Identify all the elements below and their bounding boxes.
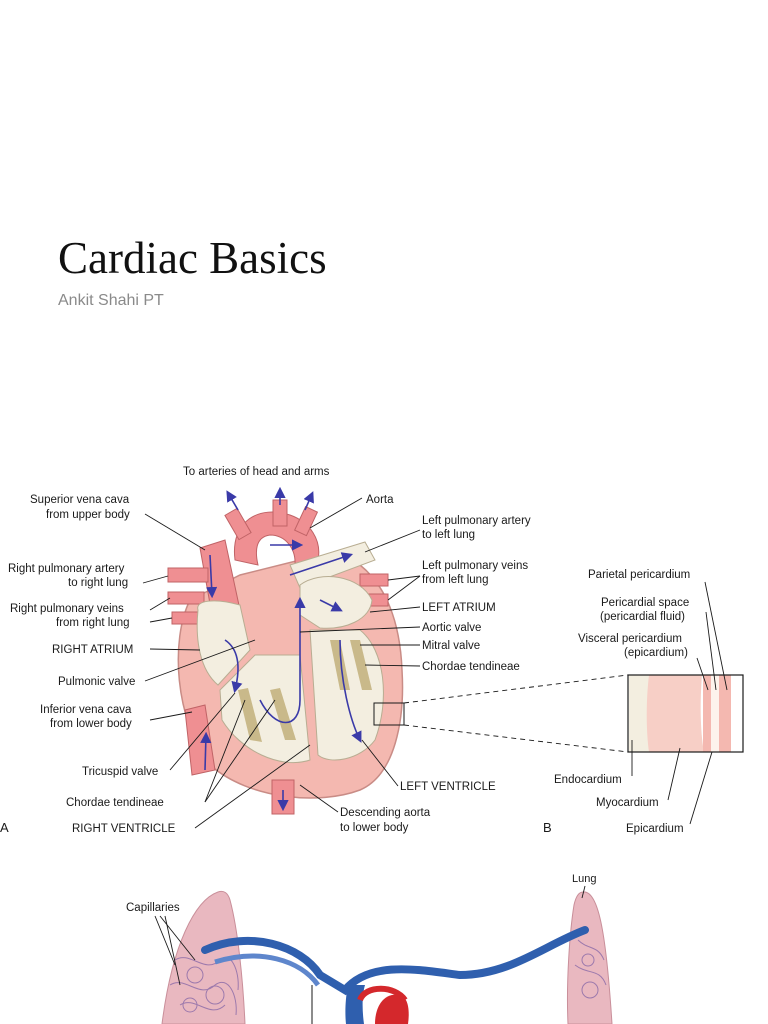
- label-left-ventricle: LEFT VENTRICLE: [400, 781, 496, 793]
- pulmonary-vessel-blue: [201, 926, 589, 996]
- label-pericardial-space-2: (pericardial fluid): [600, 611, 685, 623]
- vessel-red-arch: [357, 985, 408, 1003]
- label-inferior-vena-cava-1: Inferior vena cava: [40, 704, 132, 716]
- label-right-pulmonary-artery-1: Right pulmonary artery: [8, 563, 125, 575]
- zoom-box-small: [373, 702, 405, 726]
- figure-a-labels: To arteries of head and arms Aorta Super…: [0, 466, 531, 835]
- layer-myocardium: [646, 675, 704, 752]
- label-parietal-pericardium: Parietal pericardium: [588, 569, 690, 581]
- label-chordae-tendineae-left: Chordae tendineae: [66, 797, 164, 809]
- capillary-network: [169, 939, 607, 1016]
- vessel-blue-trunk: [345, 985, 365, 1024]
- label-superior-vena-cava-2: from upper body: [46, 509, 130, 521]
- aorta-branch-3: [293, 505, 319, 537]
- label-right-ventricle: RIGHT VENTRICLE: [72, 823, 176, 835]
- label-to-arteries-head-arms: To arteries of head and arms: [183, 466, 330, 478]
- label-mitral-valve: Mitral valve: [422, 640, 480, 652]
- label-left-atrium: LEFT ATRIUM: [422, 602, 496, 614]
- layer-parietal-pericardium: [719, 675, 731, 752]
- chordae-left: [330, 640, 350, 690]
- label-left-pulmonary-veins-1: Left pulmonary veins: [422, 560, 528, 572]
- slide-subtitle: Ankit Shahi PT: [58, 292, 164, 309]
- inferior-vena-cava: [184, 704, 216, 776]
- label-right-pulmonary-artery-2: to right lung: [68, 577, 128, 589]
- label-aortic-valve: Aortic valve: [422, 622, 481, 634]
- label-descending-aorta-2: to lower body: [340, 822, 409, 834]
- heart-illustration: [167, 486, 404, 815]
- chordae-right-2: [270, 688, 296, 740]
- pulmonary-circulation-illustration: [161, 890, 613, 1024]
- layer-pericardial-space: [711, 675, 719, 752]
- right-atrium-chamber: [196, 600, 251, 686]
- pulmonary-vessel-lightblue: [214, 953, 321, 987]
- label-aorta: Aorta: [366, 494, 394, 506]
- label-right-atrium: RIGHT ATRIUM: [52, 644, 133, 656]
- label-epicardium: Epicardium: [626, 823, 684, 835]
- label-lung: Lung: [572, 873, 596, 885]
- label-myocardium: Myocardium: [596, 797, 659, 809]
- label-tricuspid-valve: Tricuspid valve: [82, 766, 158, 778]
- panel-letter-a: A: [0, 820, 9, 835]
- figure-b-labels: Parietal pericardium Pericardial space (…: [543, 569, 690, 835]
- label-endocardium: Endocardium: [554, 774, 622, 786]
- label-left-pulmonary-artery-2: to left lung: [422, 529, 475, 541]
- label-left-pulmonary-artery-1: Left pulmonary artery: [422, 515, 531, 527]
- slide-title: Cardiac Basics: [58, 233, 327, 283]
- pericardium-illustration: [373, 674, 744, 753]
- label-visceral-pericardium-2: (epicardium): [624, 647, 688, 659]
- left-pulmonary-vein-1: [359, 573, 389, 587]
- left-pulmonary-artery: [289, 541, 376, 589]
- figure-c-leader-lines: [154, 885, 586, 986]
- label-superior-vena-cava-1: Superior vena cava: [30, 494, 130, 506]
- aorta-branch-1: [224, 507, 252, 541]
- label-pulmonic-valve: Pulmonic valve: [58, 676, 135, 688]
- right-pulmonary-artery: [167, 567, 209, 583]
- label-capillaries: Capillaries: [126, 902, 180, 914]
- label-right-pulmonary-veins-1: Right pulmonary veins: [10, 603, 124, 615]
- left-lung: [566, 891, 613, 1024]
- layer-epicardium: [703, 675, 711, 752]
- right-lung: [161, 890, 246, 1024]
- figure-a-leader-lines: [142, 497, 421, 829]
- zoom-box-large: [627, 674, 744, 753]
- figure-c-labels: Capillaries Lung: [126, 873, 596, 914]
- aorta-red: [375, 994, 409, 1024]
- label-visceral-pericardium-1: Visceral pericardium: [578, 633, 682, 645]
- panel-letter-b: B: [543, 820, 552, 835]
- layer-chamber: [629, 675, 649, 752]
- left-ventricle-chamber: [309, 629, 384, 761]
- label-inferior-vena-cava-2: from lower body: [50, 718, 132, 730]
- label-right-pulmonary-veins-2: from right lung: [56, 617, 130, 629]
- label-left-pulmonary-veins-2: from left lung: [422, 574, 488, 586]
- right-pulmonary-vein-1: [167, 591, 205, 605]
- label-descending-aorta-1: Descending aorta: [340, 807, 431, 819]
- chordae-left-2: [350, 640, 372, 690]
- label-pericardial-space-1: Pericardial space: [601, 597, 689, 609]
- figure-b-leader-lines: [631, 581, 728, 825]
- label-chordae-tendineae-right: Chordae tendineae: [422, 661, 520, 673]
